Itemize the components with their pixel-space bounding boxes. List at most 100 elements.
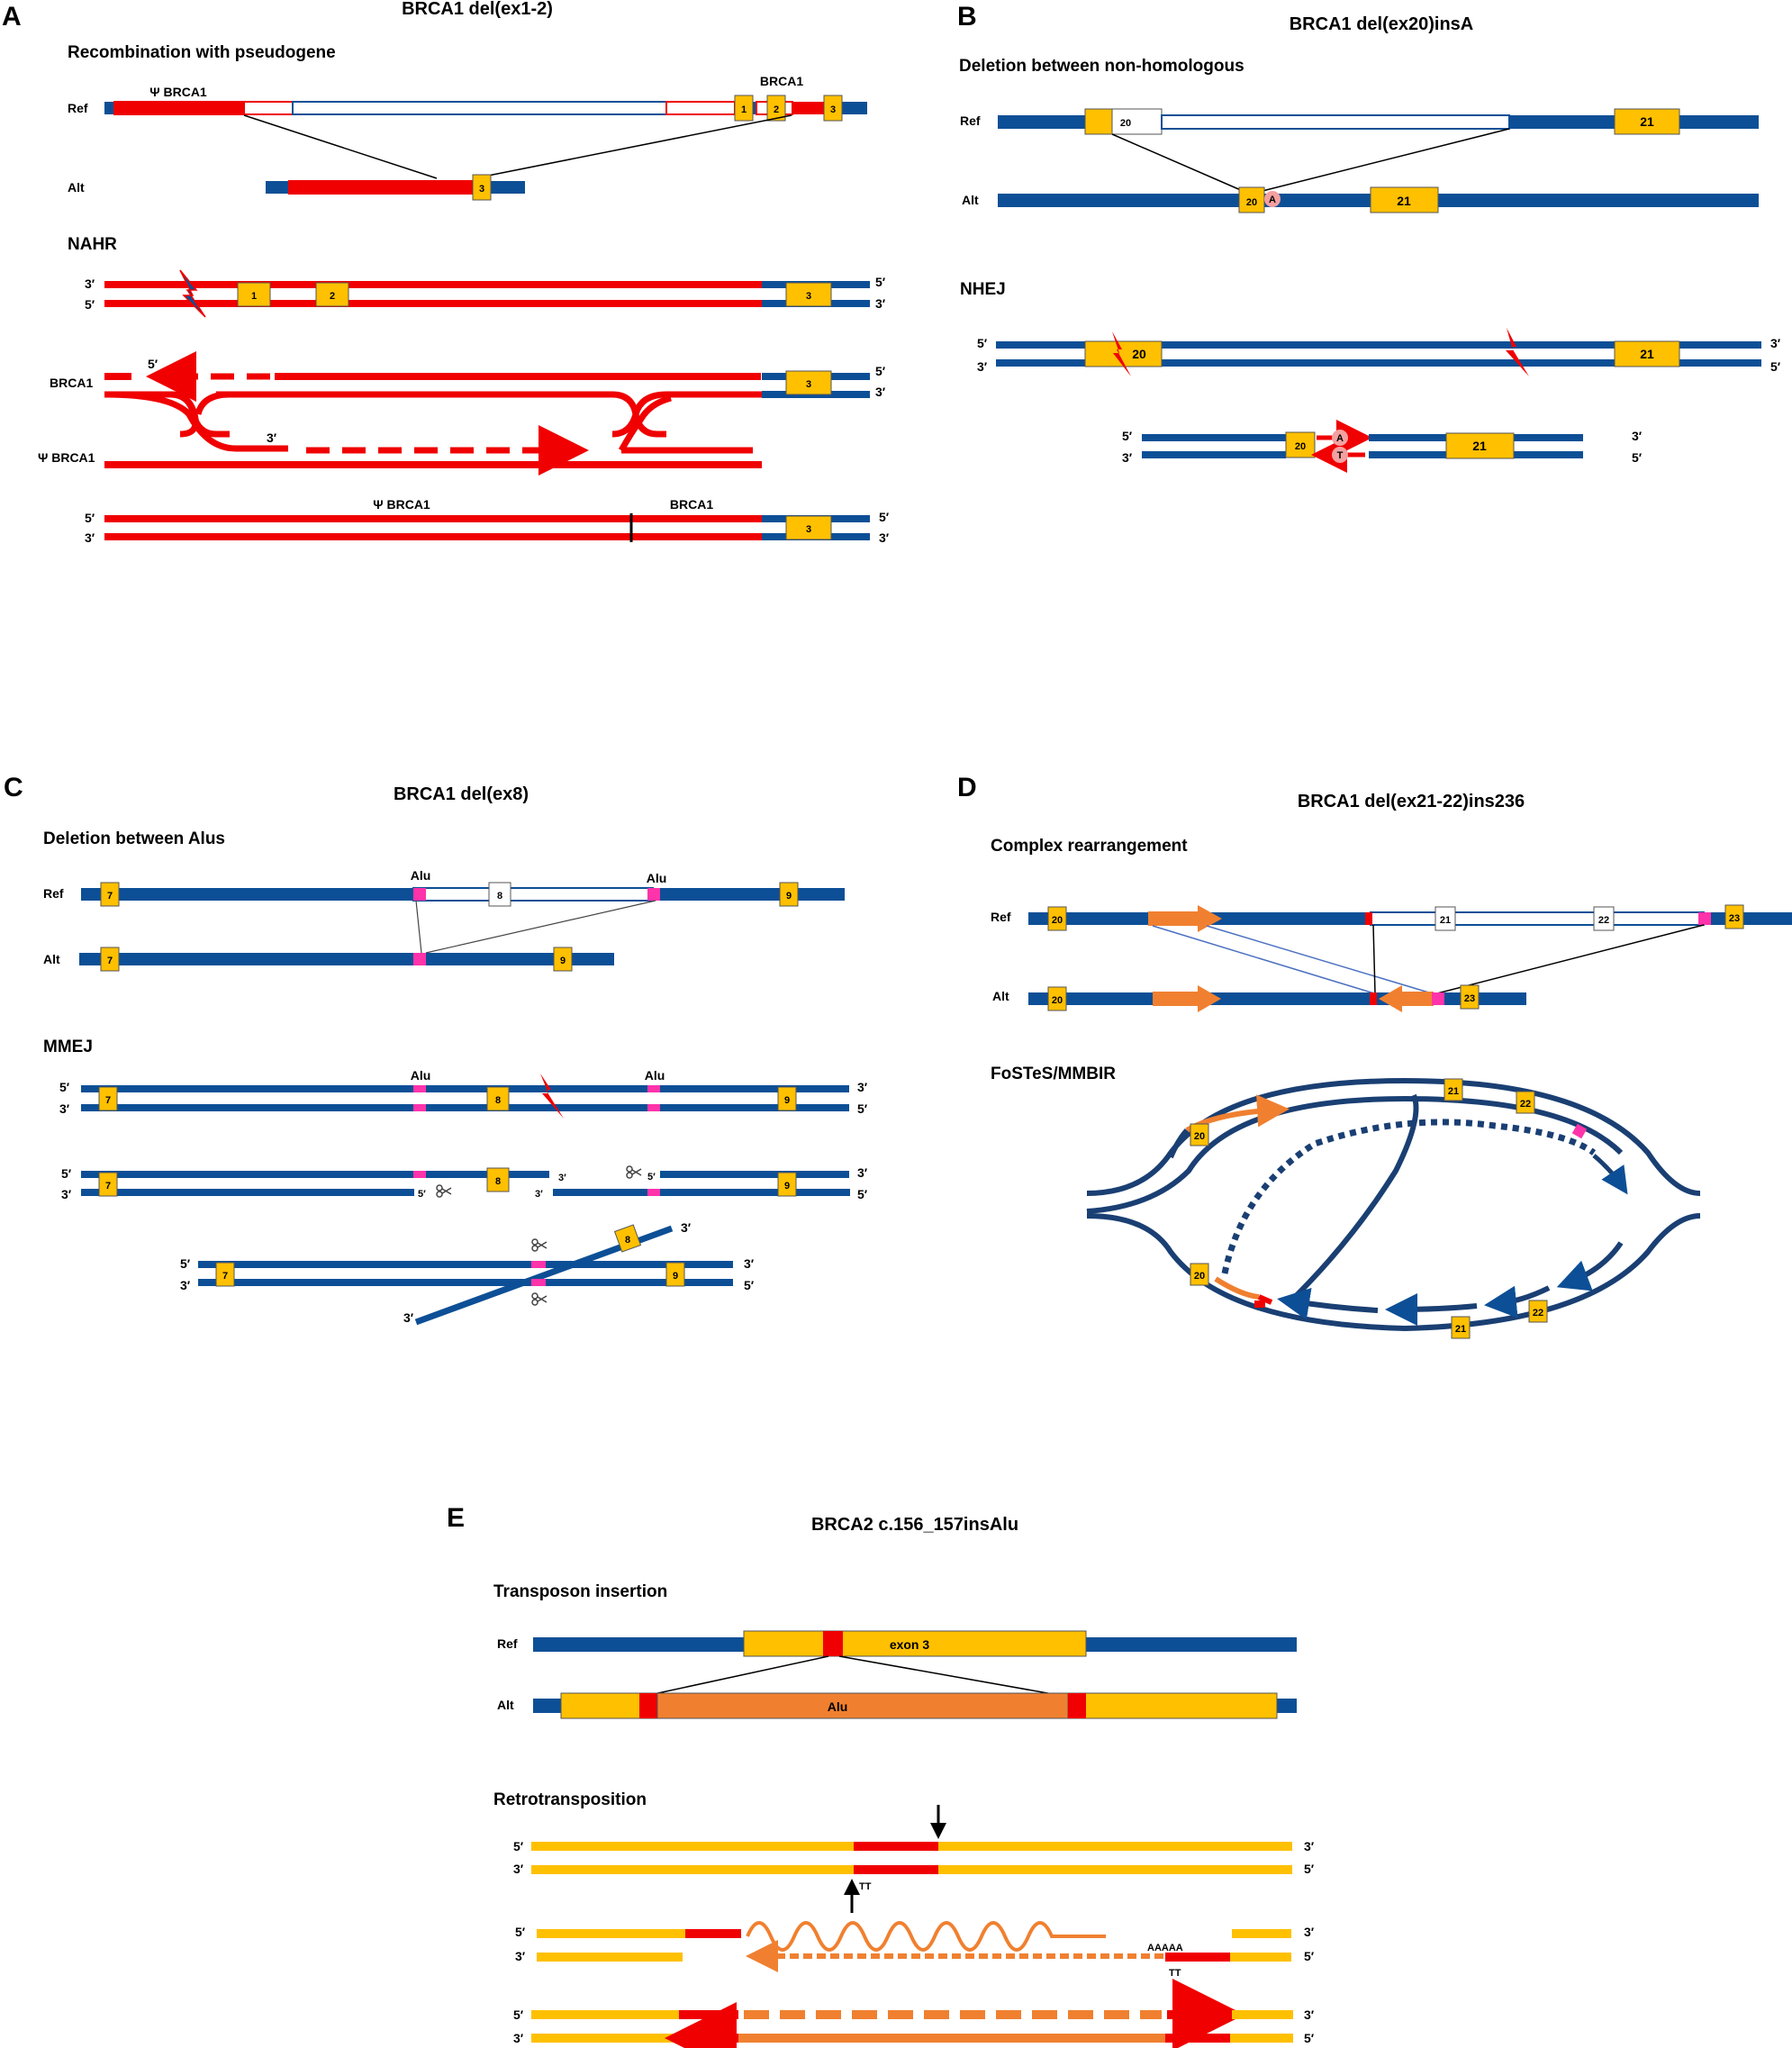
retro3-5-left: 5′ — [513, 2007, 524, 2022]
panel-e-heading-2: Retrotransposition — [493, 1790, 647, 1809]
mmej3-exon-8: 8 — [625, 1235, 630, 1246]
panel-b-title: BRCA1 del(ex20)insA — [1290, 14, 1474, 34]
mmej2-3-cut-left: 3′ — [558, 1173, 566, 1183]
nhej-3-right: 3′ — [1770, 336, 1781, 350]
alt-exon-21: 21 — [1397, 194, 1411, 208]
nhej-exon-21: 21 — [1640, 347, 1654, 361]
alt-exon-23-d: 23 — [1464, 993, 1475, 1004]
mmej-exon-9: 9 — [784, 1095, 790, 1106]
ref-exon-20-d: 20 — [1052, 915, 1063, 926]
panel-e-title: BRCA2 c.156_157insAlu — [811, 1515, 1018, 1535]
bubble-exon-22-bottom: 22 — [1533, 1308, 1543, 1319]
panel-letter-c: C — [4, 773, 23, 802]
alt-exon-20: 20 — [1246, 197, 1257, 208]
mmej3-exon-9: 9 — [673, 1271, 678, 1282]
retro2-3-right: 3′ — [1304, 1925, 1315, 1939]
ref-alu-2: Alu — [647, 871, 667, 885]
mmej3-3-right: 3′ — [744, 1256, 755, 1271]
alt-ins-a: A — [1269, 195, 1276, 205]
panel-c-heading-1: Deletion between Alus — [43, 829, 225, 848]
product-brca1-label: BRCA1 — [670, 497, 713, 512]
nhej2-exon-21: 21 — [1472, 439, 1487, 453]
alt-exon-7: 7 — [107, 956, 113, 966]
nhej-3-left: 3′ — [977, 359, 988, 374]
panel-d-heading-1: Complex rearrangement — [991, 837, 1188, 856]
panel-b: B BRCA1 del(ex20)insA Deletion between n… — [957, 2, 1781, 473]
nahr-5-label: 5′ — [85, 297, 95, 312]
nhej2-3-right: 3′ — [1632, 429, 1643, 443]
nhej-5-left: 5′ — [977, 336, 988, 350]
ref-label-e: Ref — [497, 1636, 518, 1651]
retro3-3-left: 3′ — [513, 2031, 524, 2045]
mmej2-5-left: 5′ — [61, 1166, 72, 1181]
panel-a-heading-2: NAHR — [68, 235, 117, 254]
alt-exon-9: 9 — [560, 956, 566, 966]
panel-a: A BRCA1 del(ex1-2) Recombination with ps… — [2, 0, 890, 545]
panel-e: E BRCA2 c.156_157insAlu Transposon inser… — [447, 1503, 1315, 2048]
invasion-3-label: 3′ — [267, 430, 277, 445]
nahr-exon-1: 1 — [251, 291, 257, 302]
mmej-3-right: 3′ — [857, 1080, 868, 1094]
panel-letter-b: B — [957, 2, 977, 32]
nahr-3-right: 3′ — [875, 296, 886, 311]
ref-exon-8: 8 — [497, 891, 502, 902]
panel-a-heading-1: Recombination with pseudogene — [68, 43, 336, 62]
retro1-3-left: 3′ — [513, 1862, 524, 1876]
mmej-5-right: 5′ — [857, 1101, 868, 1116]
alt-label-e: Alt — [497, 1698, 514, 1712]
retro2-tt: TT — [1169, 1968, 1181, 1979]
ref-exon-21-d: 21 — [1440, 915, 1451, 926]
ref-label-d: Ref — [991, 910, 1011, 924]
nhej-5-right: 5′ — [1770, 359, 1781, 374]
psi-brca1-label: Ψ BRCA1 — [149, 85, 207, 99]
bubble-exon-20-top: 20 — [1194, 1131, 1205, 1142]
alt-label: Alt — [68, 180, 85, 195]
nhej2-ins-t: T — [1337, 450, 1344, 461]
product-exon-3: 3 — [806, 524, 811, 535]
nhej2-3-left: 3′ — [1122, 450, 1133, 465]
ref-label: Ref — [68, 101, 88, 115]
mmej2-3-mid: 3′ — [535, 1189, 543, 1200]
mmej-alu-2: Alu — [645, 1068, 665, 1083]
invasion-5-right: 5′ — [875, 364, 886, 378]
alt-label-c: Alt — [43, 952, 60, 966]
nhej2-5-right: 5′ — [1632, 450, 1643, 465]
alt-exon-20-d: 20 — [1052, 995, 1063, 1006]
nhej-exon-20: 20 — [1132, 347, 1146, 361]
mmej2-exon-8: 8 — [495, 1176, 501, 1187]
mmej2-5-right: 5′ — [857, 1187, 868, 1201]
product-5-right: 5′ — [879, 510, 890, 524]
bubble-exon-22-top: 22 — [1520, 1099, 1531, 1110]
panel-b-heading-1: Deletion between non-homologous — [959, 57, 1244, 76]
retro2-3-left: 3′ — [515, 1949, 526, 1963]
mmej2-exon-7: 7 — [105, 1181, 111, 1192]
panel-b-heading-2: NHEJ — [960, 280, 1006, 299]
alt-alu-label: Alu — [828, 1699, 848, 1714]
retro3-3-right: 3′ — [1304, 2007, 1315, 2022]
mmej-exon-7: 7 — [105, 1095, 111, 1106]
invasion-exon-3: 3 — [806, 379, 811, 390]
retro1-3-right: 3′ — [1304, 1839, 1315, 1853]
product-psi-label: Ψ BRCA1 — [373, 497, 430, 512]
ref-exon3-label: exon 3 — [890, 1637, 930, 1652]
ref-label-c: Ref — [43, 886, 64, 901]
panel-c: C BRCA1 del(ex8) Deletion between Alus R… — [4, 773, 868, 1326]
mmej2-5-cut-right: 5′ — [647, 1172, 656, 1183]
panel-d-heading-2: FoSTeS/MMBIR — [991, 1065, 1116, 1083]
mmej3-5-left: 5′ — [180, 1256, 191, 1271]
strand-psi-label: Ψ BRCA1 — [38, 450, 95, 465]
retro1-5-left: 5′ — [513, 1839, 524, 1853]
mmej2-5-cut-left: 5′ — [418, 1189, 426, 1200]
ref-exon-7: 7 — [107, 891, 113, 902]
mmej3-exon-7: 7 — [222, 1271, 228, 1282]
mmej3-3-bottom: 3′ — [403, 1310, 414, 1325]
mmej3-3-top: 3′ — [681, 1220, 692, 1235]
product-5-label: 5′ — [85, 511, 95, 525]
brca1-label: BRCA1 — [760, 74, 803, 88]
panel-letter-a: A — [2, 2, 22, 32]
ref-exon-23-d: 23 — [1729, 913, 1740, 924]
nahr-exon-3: 3 — [806, 291, 811, 302]
panel-c-heading-2: MMEJ — [43, 1038, 93, 1056]
mmej2-3-left: 3′ — [61, 1187, 72, 1201]
bubble-exon-20-bottom: 20 — [1194, 1271, 1205, 1282]
